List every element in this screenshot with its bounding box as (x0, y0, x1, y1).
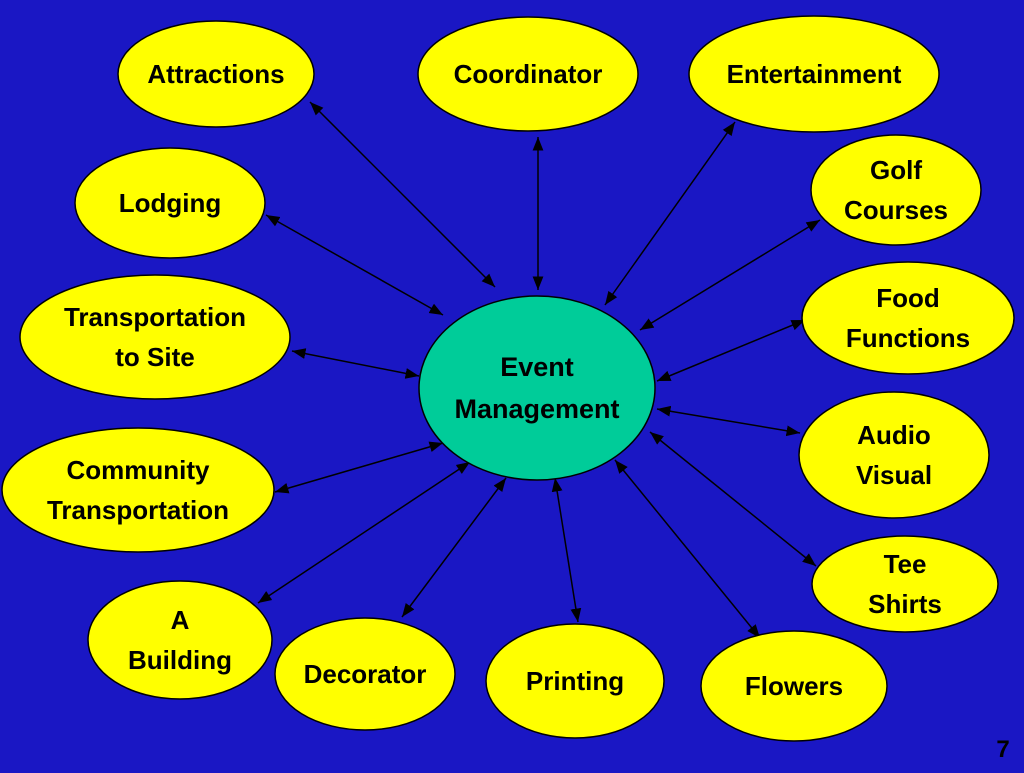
node-golf-courses-label-line-1: Golf (870, 155, 922, 185)
connector-attractions (309, 101, 496, 288)
connectors (257, 101, 821, 639)
connector-food-functions (656, 319, 806, 382)
node-lodging: Lodging (74, 147, 266, 259)
node-decorator: Decorator (274, 617, 456, 731)
connector-community-transportation (274, 441, 444, 494)
node-food-functions-shape (801, 261, 1015, 375)
node-golf-courses-label-line-2: Courses (844, 195, 948, 225)
connector-entertainment (604, 121, 736, 306)
connector-transportation-to-site (291, 348, 420, 379)
node-attractions: Attractions (117, 20, 315, 128)
connector-flowers (614, 459, 761, 639)
center-node-shape (418, 295, 656, 481)
node-printing: Printing (485, 623, 665, 739)
node-transportation-to-site-shape (19, 274, 291, 400)
node-entertainment-shape (688, 15, 940, 133)
node-audio-visual-label-line-1: Audio (857, 420, 931, 450)
node-lodging-label-line-1: Lodging (119, 188, 222, 218)
node-transportation-to-site-label-line-2: to Site (115, 342, 194, 372)
node-transportation-to-site-label-line-1: Transportation (64, 302, 246, 332)
node-audio-visual-shape (798, 391, 990, 519)
page-number: 7 (996, 736, 1009, 763)
node-tee-shirts-label-line-1: Tee (884, 549, 927, 579)
node-tee-shirts-shape (811, 535, 999, 633)
center-node-label-line-2: Management (454, 394, 619, 424)
node-coordinator-label-line-1: Coordinator (454, 59, 603, 89)
node-food-functions-label-line-2: Functions (846, 323, 970, 353)
node-flowers: Flowers (700, 630, 888, 742)
node-transportation-to-site: Transportation to Site (19, 274, 291, 400)
node-entertainment: Entertainment (688, 15, 940, 133)
node-community-transportation-shape (1, 427, 275, 553)
node-a-building-label-line-1: A (171, 605, 190, 635)
connector-decorator (401, 477, 507, 618)
center-node-label-line-1: Event (500, 352, 574, 382)
node-printing-label-line-1: Printing (526, 666, 624, 696)
node-food-functions-label-line-1: Food (876, 283, 940, 313)
node-flowers-label-line-1: Flowers (745, 671, 843, 701)
connector-audio-visual (656, 405, 801, 437)
node-golf-courses-shape (810, 134, 982, 246)
node-lodging-shape (74, 147, 266, 259)
node-audio-visual-label-line-2: Visual (856, 460, 932, 490)
node-decorator-label-line-1: Decorator (304, 659, 427, 689)
node-printing-shape (485, 623, 665, 739)
node-community-transportation-label-line-1: Community (67, 455, 211, 485)
connector-tee-shirts (649, 431, 817, 567)
node-a-building-shape (87, 580, 273, 700)
node-coordinator-shape (417, 16, 639, 132)
node-a-building-label-line-2: Building (128, 645, 232, 675)
node-entertainment-label-line-1: Entertainment (727, 59, 902, 89)
node-flowers-shape (700, 630, 888, 742)
node-a-building: A Building (87, 580, 273, 700)
connector-a-building (257, 461, 471, 604)
node-decorator-shape (274, 617, 456, 731)
node-community-transportation-label-line-2: Transportation (47, 495, 229, 525)
node-attractions-label-line-1: Attractions (147, 59, 284, 89)
connector-golf-courses (639, 219, 821, 331)
node-coordinator: Coordinator (417, 16, 639, 132)
node-tee-shirts-label-line-2: Shirts (868, 589, 942, 619)
connector-printing (551, 477, 582, 623)
connector-lodging (265, 214, 444, 316)
node-attractions-shape (117, 20, 315, 128)
